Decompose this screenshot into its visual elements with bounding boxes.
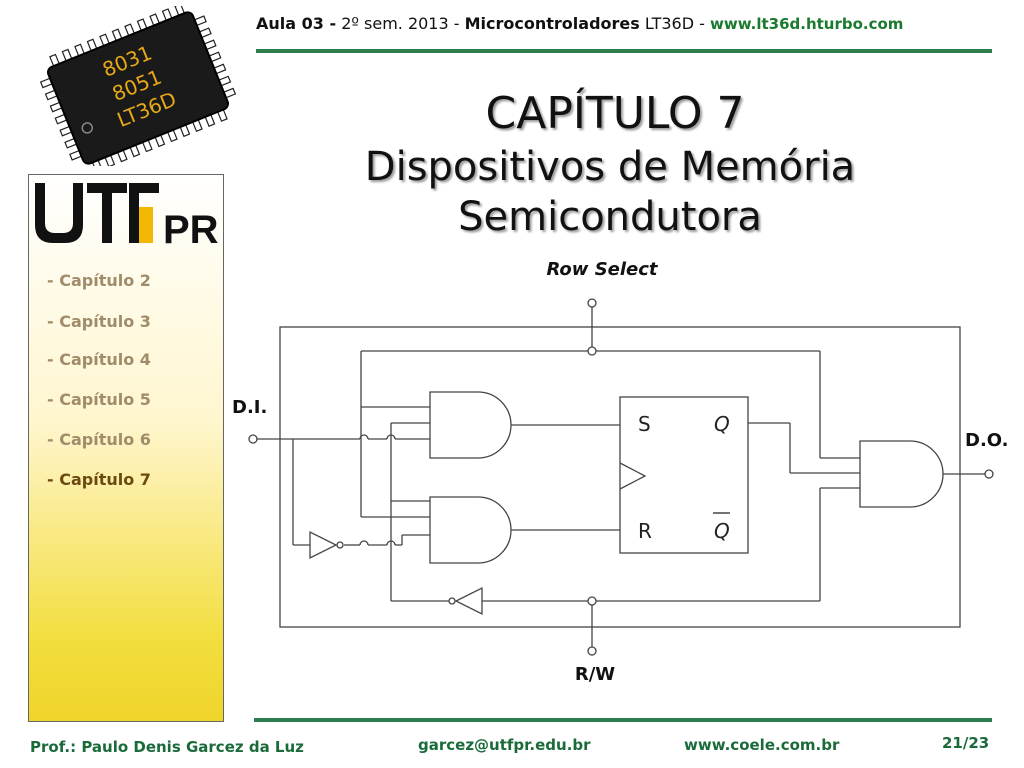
header-line: Aula 03 - 2º sem. 2013 - Microcontrolado… <box>256 14 996 33</box>
cell-boundary <box>279 326 961 628</box>
data-out-label: D.O. <box>965 430 1009 451</box>
sidebar-item-capitulo-6[interactable]: - Capítulo 6 <box>47 430 151 449</box>
rw-label: R/W <box>575 664 615 685</box>
chapter-title: CAPÍTULO 7 <box>485 88 745 139</box>
footer-divider <box>254 718 992 722</box>
sidebar-item-capitulo-3[interactable]: - Capítulo 3 <box>47 312 151 331</box>
utfpr-logo-text: PR <box>163 208 219 245</box>
footer-website[interactable]: www.coele.com.br <box>684 736 840 754</box>
header-divider <box>256 49 992 53</box>
inverter-di <box>309 530 338 560</box>
and-gate-reset <box>429 496 512 564</box>
footer-professor: Prof.: Paulo Denis Garcez da Luz <box>30 738 304 756</box>
chip-logo: 8031 8051 LT36D <box>39 6 237 166</box>
header-aula: Aula 03 - <box>256 14 337 33</box>
header-semester: 2º sem. 2013 - <box>341 14 460 33</box>
inverter-rw <box>454 586 483 616</box>
data-in-label: D.I. <box>232 397 267 418</box>
utfpr-logo: PR <box>35 183 219 245</box>
sidebar: PR - Capítulo 2 - Capítulo 3 - Capítulo … <box>28 174 224 722</box>
and-gate-set <box>429 391 512 459</box>
ff-q-label: Q <box>714 412 730 436</box>
di-terminal <box>248 434 258 444</box>
chapter-subtitle: Dispositivos de Memória Semicondutora <box>300 142 920 242</box>
row-select-label: Row Select <box>546 259 658 280</box>
ff-qbar-label: Q <box>714 519 730 543</box>
header-code: LT36D - <box>644 14 705 33</box>
ff-s-label: S <box>638 412 651 436</box>
do-terminal <box>984 469 994 479</box>
chapter-subtitle-line1: Dispositivos de Memória <box>364 144 856 190</box>
footer-email[interactable]: garcez@utfpr.edu.br <box>418 736 591 754</box>
chapter-subtitle-line2: Semicondutora <box>458 194 762 240</box>
memory-cell-diagram: Row Select D.I. D.O. R/W S R Q Q <box>232 259 1009 685</box>
sidebar-item-capitulo-7[interactable]: - Capítulo 7 <box>47 470 151 489</box>
row-select-terminal <box>587 298 597 308</box>
sidebar-item-capitulo-2[interactable]: - Capítulo 2 <box>47 271 151 290</box>
sidebar-item-capitulo-4[interactable]: - Capítulo 4 <box>47 350 151 369</box>
page-number: 21/23 <box>942 734 990 752</box>
and-gate-output <box>859 440 944 508</box>
rw-terminal <box>587 646 597 656</box>
header-url[interactable]: www.lt36d.hturbo.com <box>710 15 904 33</box>
sr-flip-flop <box>619 396 749 554</box>
header-course: Microcontroladores <box>464 14 640 33</box>
sidebar-item-capitulo-5[interactable]: - Capítulo 5 <box>47 390 151 409</box>
ff-r-label: R <box>638 519 652 543</box>
